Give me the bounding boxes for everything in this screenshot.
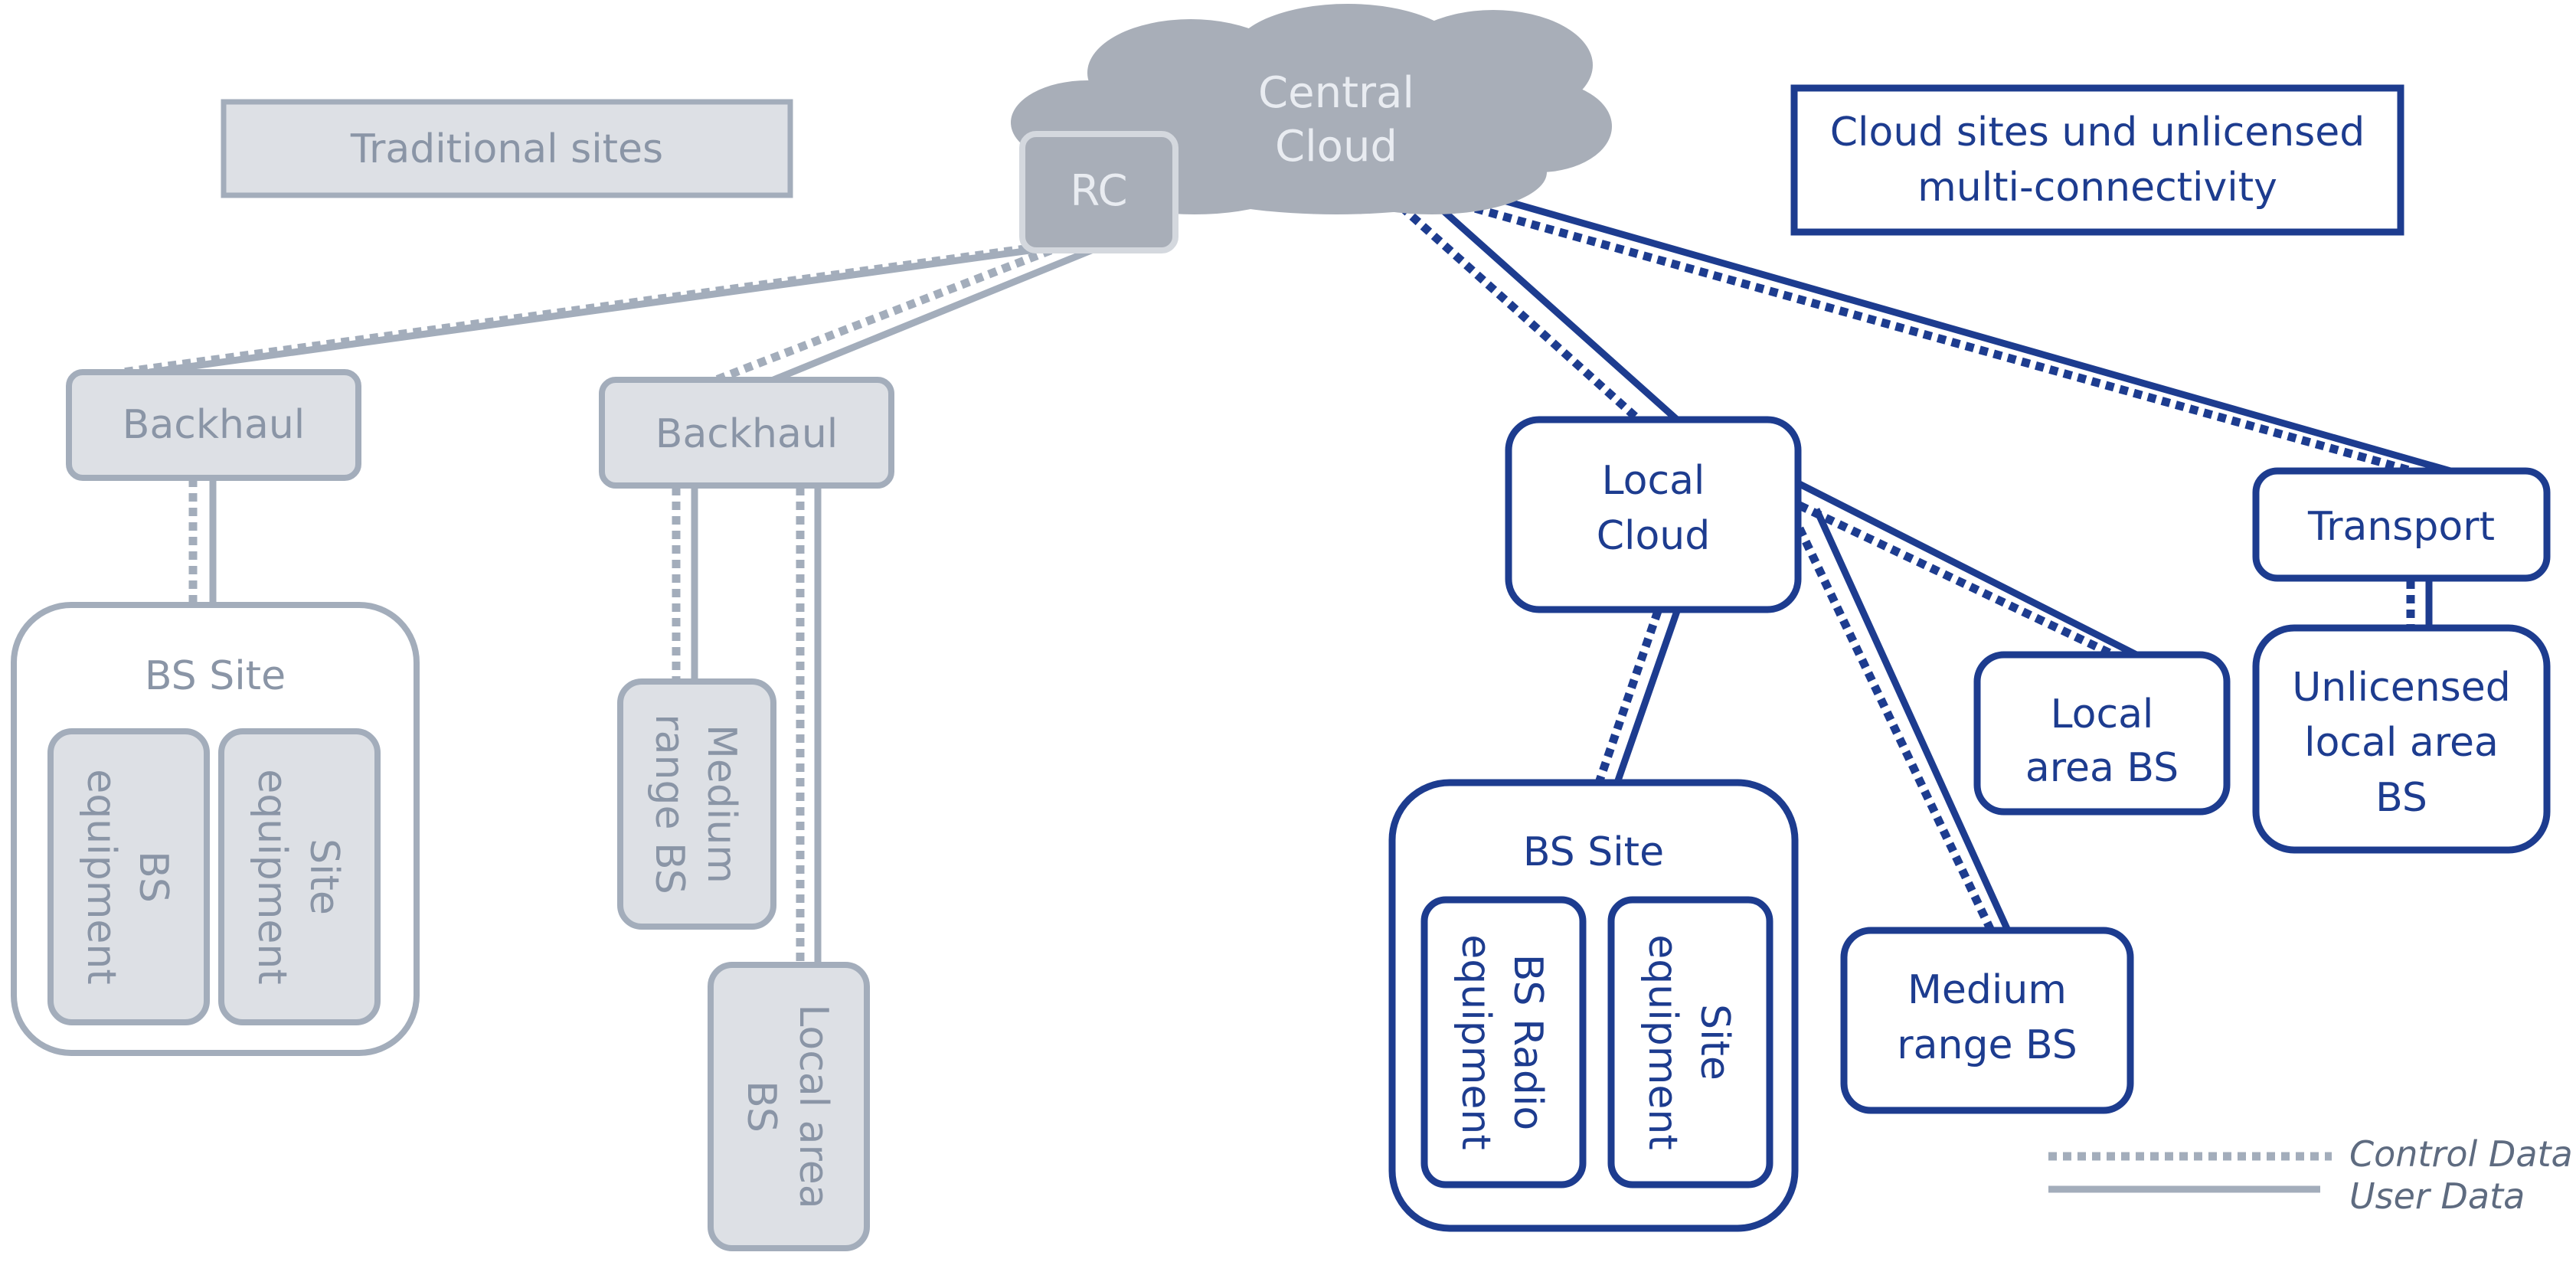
rc-label: RC [1070, 166, 1127, 216]
backhaul-1-label: Backhaul [123, 402, 305, 448]
control-data-legend-label: Control Data [2349, 1133, 2573, 1175]
traditional-site-equipment-line2: equipment [249, 769, 295, 984]
cloud-medium-range-bs: Medium range BS [1840, 927, 2134, 1114]
cloud-bs-radio-equipment-box: BS Radio equipment [1420, 896, 1587, 1188]
grey-control-line-rc-backhaul-1 [122, 242, 1042, 377]
traditional-local-area-line1: Local area [790, 1004, 836, 1208]
user-data-legend-label: User Data [2349, 1175, 2525, 1217]
cloud-bs-site: BS Site BS Radio equipment Site equipmen… [1388, 779, 1799, 1232]
unlicensed-line1: Unlicensed [2292, 665, 2511, 711]
cloud-sites-legend: Cloud sites und unlicensed multi-connect… [1790, 84, 2404, 236]
cloud-medium-range-line2: range BS [1897, 1022, 2077, 1068]
blue-control-line-localcloud-medium [1796, 526, 1995, 933]
traditional-site-equipment-box: Site equipment [218, 728, 381, 1025]
traditional-backhaul-2: Backhaul [599, 377, 894, 489]
traditional-medium-range-line2: range BS [646, 714, 692, 894]
cloud-sites-label-line1: Cloud sites und unlicensed [1830, 110, 2365, 155]
blue-control-line-localcloud-bssite [1594, 610, 1662, 784]
traditional-local-area-bs: Local area BS [708, 962, 870, 1251]
cloud-local-area-line1: Local [2051, 691, 2154, 737]
traditional-backhaul-1: Backhaul [66, 369, 361, 481]
traditional-sites-legend: Traditional sites [221, 99, 793, 198]
connections [122, 194, 2452, 965]
blue-control-line-cloud-localcloud [1398, 203, 1642, 423]
local-cloud-box: Local Cloud [1505, 416, 1802, 613]
blue-user-line-cloud-transport [1492, 194, 2452, 475]
central-cloud-label-line1: Central [1258, 68, 1414, 118]
local-cloud-line1: Local [1602, 458, 1705, 504]
grey-user-line-rc-backhaul-2 [772, 245, 1097, 384]
unlicensed-local-area-bs: Unlicensed local area BS [2252, 624, 2551, 854]
traditional-sites-label: Traditional sites [350, 126, 663, 172]
local-cloud-line2: Cloud [1597, 513, 1711, 559]
cloud-sites-label-line2: multi-connectivity [1917, 165, 2277, 211]
traditional-medium-range-bs: Medium range BS [617, 678, 776, 930]
grey-control-line-rc-backhaul-2 [714, 240, 1066, 384]
cloud-site-equipment-line2: equipment [1639, 934, 1685, 1149]
blue-control-line-cloud-transport [1446, 196, 2414, 476]
traditional-medium-range-line1: Medium [698, 724, 744, 884]
traditional-local-area-line2: BS [738, 1081, 784, 1133]
central-cloud-label-line2: Cloud [1275, 122, 1398, 172]
blue-user-line-localcloud-localarea [1797, 480, 2139, 659]
unlicensed-line2: local area [2304, 720, 2499, 766]
blue-user-line-localcloud-bssite [1613, 610, 1681, 784]
cloud-medium-range-line1: Medium [1907, 967, 2067, 1013]
central-cloud: Central Cloud RC [1011, 4, 1612, 253]
cloud-bs-radio-line2: equipment [1453, 934, 1499, 1149]
blue-user-line-cloud-localcloud [1430, 198, 1679, 423]
cloud-bs-radio-line1: BS Radio [1505, 954, 1551, 1130]
rc-box [1019, 131, 1178, 253]
blue-user-line-localcloud-medium [1813, 508, 2012, 932]
traditional-bs-equipment-box: BS equipment [47, 728, 210, 1025]
cloud-site-equipment-line1: Site [1692, 1004, 1737, 1081]
traditional-bs-site-title: BS Site [145, 653, 286, 699]
cloud-local-area-bs: Local area BS [1973, 651, 2231, 816]
line-type-legend: Control Data User Data [2048, 1133, 2573, 1217]
backhaul-2-label: Backhaul [655, 411, 838, 457]
cloud-site-equipment-box: Site equipment [1607, 896, 1773, 1188]
traditional-site-equipment-line1: Site [301, 839, 347, 915]
transport-box: Transport [2252, 467, 2551, 582]
traditional-bs-site: BS Site BS equipment Site equipment [11, 602, 420, 1056]
unlicensed-line3: BS [2375, 775, 2427, 821]
traditional-bs-equipment-line2: equipment [78, 769, 124, 984]
transport-label: Transport [2307, 504, 2495, 550]
cloud-local-area-line2: area BS [2025, 745, 2179, 791]
traditional-bs-equipment-line1: BS [130, 851, 176, 903]
cloud-bs-site-title: BS Site [1523, 829, 1664, 875]
